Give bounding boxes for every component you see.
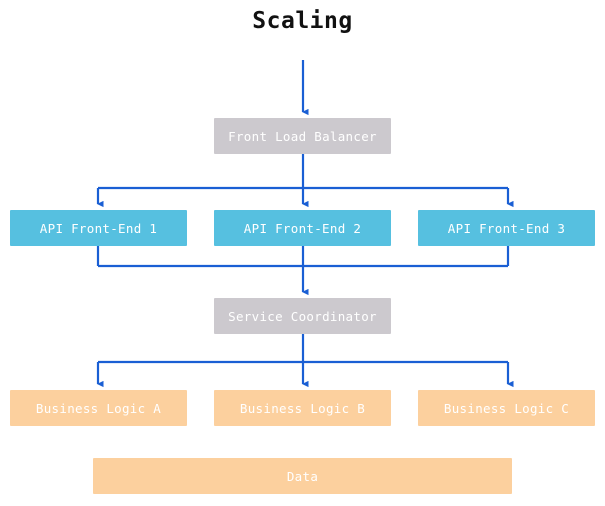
node-label: Business Logic A: [35, 400, 162, 416]
node-label: Data: [286, 468, 319, 484]
node-data[interactable]: Data: [93, 458, 512, 494]
node-label: API Front-End 1: [39, 220, 158, 236]
node-business-logic-a[interactable]: Business Logic A: [10, 390, 187, 426]
page-title: Scaling: [252, 8, 353, 34]
node-front-load-balancer[interactable]: Front Load Balancer: [214, 118, 391, 154]
node-label: API Front-End 3: [447, 220, 566, 236]
node-business-logic-c[interactable]: Business Logic C: [418, 390, 595, 426]
node-label: Front Load Balancer: [228, 128, 377, 144]
node-label: Business Logic B: [239, 400, 366, 416]
node-api-front-end-3[interactable]: API Front-End 3: [418, 210, 595, 246]
node-api-front-end-1[interactable]: API Front-End 1: [10, 210, 187, 246]
node-service-coordinator[interactable]: Service Coordinator: [214, 298, 391, 334]
node-api-front-end-2[interactable]: API Front-End 2: [214, 210, 391, 246]
node-label: Service Coordinator: [228, 308, 377, 324]
node-label: Business Logic C: [443, 400, 570, 416]
node-business-logic-b[interactable]: Business Logic B: [214, 390, 391, 426]
node-label: API Front-End 2: [243, 220, 362, 236]
